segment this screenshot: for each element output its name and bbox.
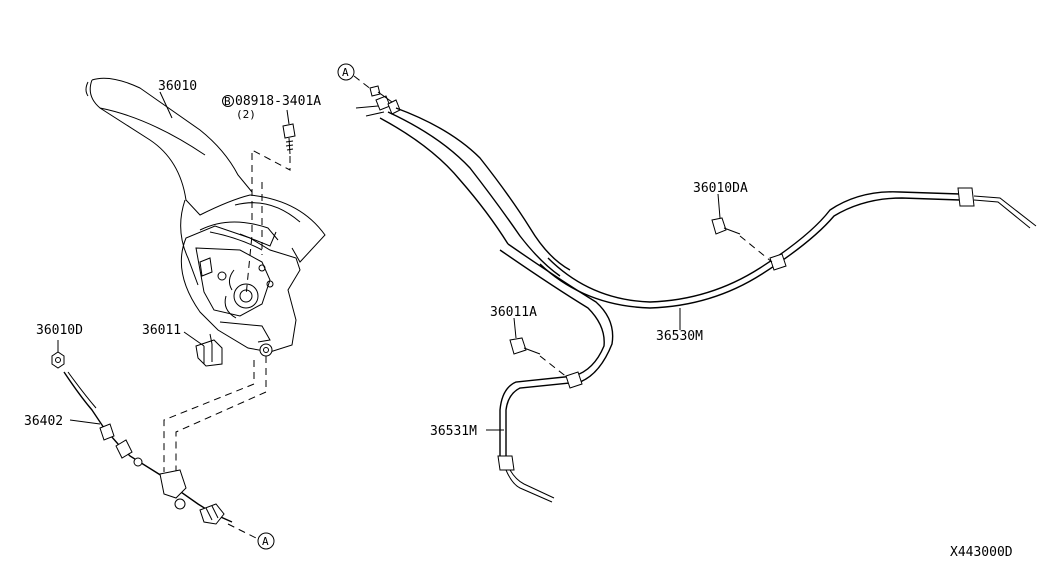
- label-clip-lever: 36011: [142, 323, 181, 338]
- lever-pivot: [233, 283, 259, 309]
- label-bolt-symbol: B: [224, 95, 231, 108]
- bolt-symbol-circle: [222, 95, 234, 107]
- lever-grip-outline: [89, 79, 251, 216]
- bolt-right-part: [711, 217, 741, 235]
- clip-part: [195, 333, 223, 367]
- lever-grip-top: [91, 77, 253, 193]
- rear-cables: [355, 85, 1037, 503]
- cable-36531m: [505, 243, 614, 460]
- connector-a-left-circle: [257, 532, 275, 550]
- front-cable: [63, 371, 233, 525]
- label-nut-left: 36010D: [36, 323, 83, 338]
- label-rear-cable-lh: 36531M: [430, 424, 477, 439]
- lever-base-plate: [180, 225, 301, 353]
- clip-right-part: [509, 337, 541, 355]
- label-front-cable: 36402: [24, 414, 63, 429]
- label-bolt-qty: (2): [236, 108, 256, 121]
- cable-36530m: [547, 191, 961, 303]
- label-diagram-code: X443000D: [950, 545, 1013, 560]
- label-lever: 36010: [158, 79, 197, 94]
- label-rear-cable-rh: 36530M: [656, 329, 703, 344]
- nut-part: [51, 351, 65, 369]
- label-bolt-right: 36010DA: [693, 181, 748, 196]
- lever-assembly: [85, 77, 326, 357]
- label-connector-a-left: A: [262, 535, 269, 548]
- label-clip-right: 36011A: [490, 305, 537, 320]
- bolt-part: [282, 123, 296, 155]
- label-bolt: 08918-3401A: [235, 94, 321, 109]
- lever-quadrant: [249, 194, 326, 263]
- connector-a-right-circle: [337, 63, 355, 81]
- label-connector-a-right: A: [342, 66, 349, 79]
- lever-mount-hole: [259, 343, 273, 357]
